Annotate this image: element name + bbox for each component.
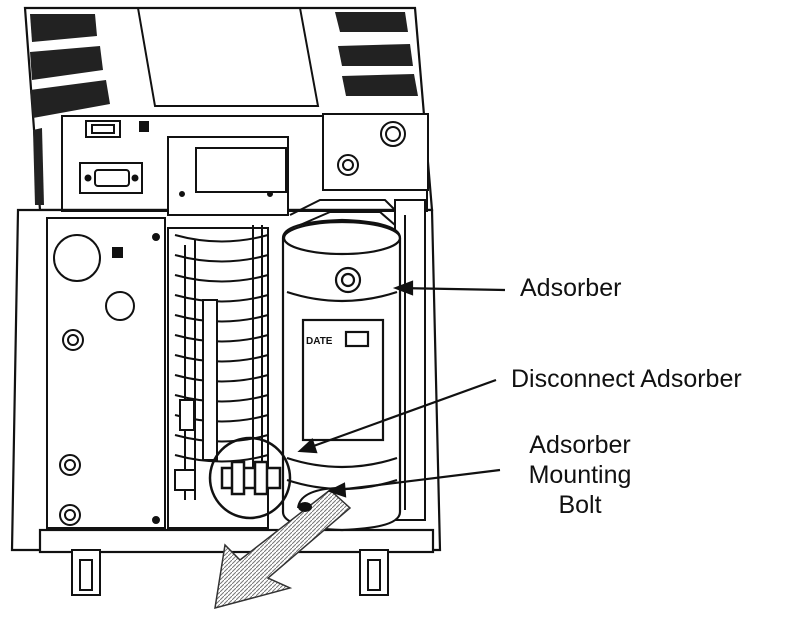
mounting-bolt-label: Adsorber Mounting Bolt xyxy=(505,430,655,520)
adsorber-label: Adsorber xyxy=(520,274,622,302)
callout-lines xyxy=(297,280,506,498)
control-panel xyxy=(61,113,429,216)
mounting-bolt-label-line-2: Mounting xyxy=(528,461,632,489)
left-side-panel xyxy=(46,217,166,529)
mounting-bolt-label-line-3: Bolt xyxy=(558,491,602,519)
mounting-bolt-label-line-1: Adsorber xyxy=(529,431,631,459)
side-vents xyxy=(30,14,110,205)
disconnect-adsorber-label: Disconnect Adsorber xyxy=(511,365,742,393)
adsorber-cylinder: DATE xyxy=(281,218,402,532)
removal-direction-arrow xyxy=(214,489,352,610)
disconnect-fitting xyxy=(208,436,292,520)
casters xyxy=(71,549,389,596)
mounting-bolt xyxy=(297,487,337,512)
date-tag: DATE xyxy=(306,336,333,347)
top-panel xyxy=(136,7,320,107)
right-vents xyxy=(335,12,418,96)
